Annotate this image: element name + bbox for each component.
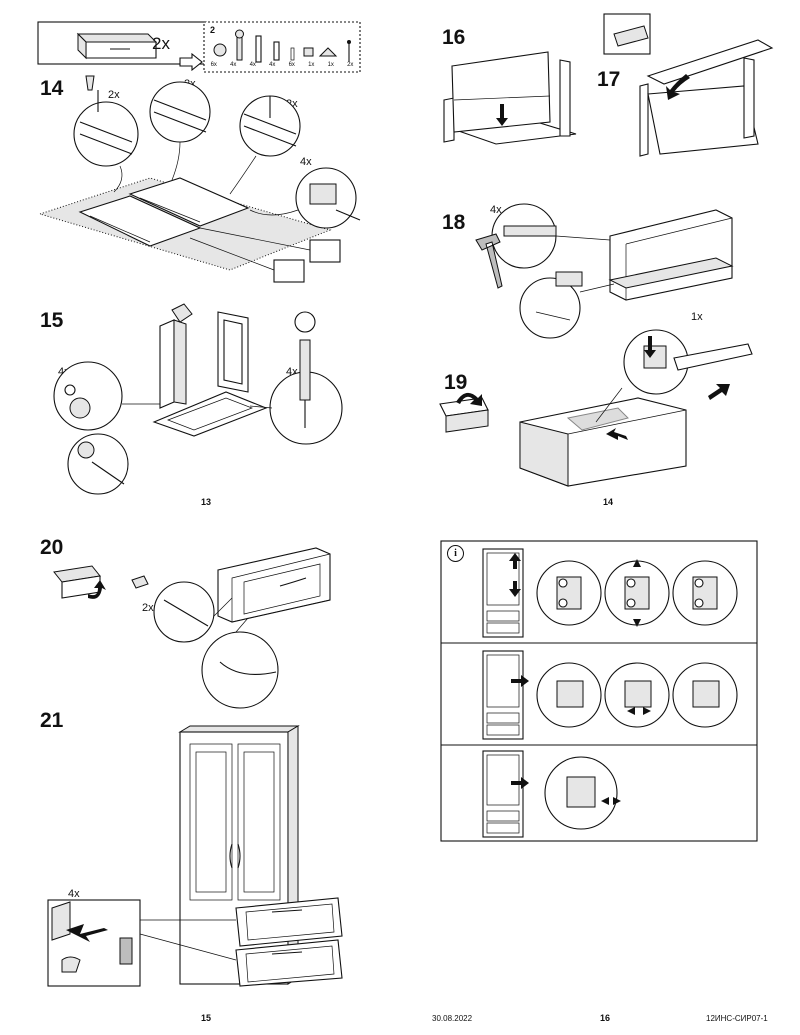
drawer-runner: [673, 343, 753, 371]
print-date: 30.08.2022: [432, 1014, 473, 1023]
step-number: 18: [442, 211, 466, 234]
parts-qty-row: 6x 4x 4x 4x 6x 1x 1x 2x: [204, 62, 360, 68]
part-qty: 4x: [249, 62, 256, 68]
part-qty: 4x: [269, 62, 276, 68]
page-number: 15: [201, 1013, 212, 1023]
step-number: 21: [40, 709, 64, 732]
drawer-turn-icon: [53, 565, 106, 599]
step-14-illustration: [38, 75, 361, 283]
hand-icon: [171, 303, 193, 323]
drawer-flip-icon: [439, 392, 489, 433]
part-qty: 4x: [230, 62, 237, 68]
part-qty: 6x: [210, 62, 217, 68]
arrow-left-icon: [66, 924, 108, 942]
qty-callout: 2x: [108, 89, 120, 101]
curved-arrow-icon: [666, 74, 690, 100]
step-number: 17: [597, 68, 621, 91]
step-16-illustration: [443, 51, 577, 145]
part-qty: 2x: [347, 62, 354, 68]
qty-callout: 4x: [68, 888, 80, 900]
hand-icon: [61, 956, 81, 973]
step-20-illustration: [53, 547, 331, 709]
drawer: [235, 939, 343, 987]
nail-icon: [347, 40, 351, 62]
qty-callout: 2x: [142, 602, 154, 614]
arrow-down-icon: [496, 104, 508, 126]
parts-panel-index: 2: [210, 25, 216, 35]
dowel-long-icon: [255, 35, 262, 63]
detail-circle: [53, 361, 123, 431]
wardrobe-thumbnail: [482, 650, 529, 740]
info-icon: i: [447, 545, 464, 562]
arrow-right-icon: [179, 52, 203, 72]
document-code: 12ИНС-СИР07-1: [706, 1014, 768, 1023]
page-number: 14: [603, 497, 614, 507]
detail-box: [309, 239, 341, 263]
wardrobe-thumbnail: [482, 548, 524, 638]
detail-circle: [73, 101, 139, 167]
hinge-adjustment-box: [440, 540, 758, 842]
drawer-count-box: [37, 21, 207, 65]
step-19-illustration: [439, 329, 753, 487]
detail-circle: [519, 277, 581, 339]
drawer-count: 2x: [152, 34, 170, 53]
door-handle: [229, 843, 233, 869]
step-number: 16: [442, 26, 466, 49]
part-qty: 1x: [327, 62, 334, 68]
detail-box: [273, 259, 305, 283]
drawer-bottom-panel: [152, 391, 268, 437]
step-number: 15: [40, 309, 64, 332]
qty-callout: 2x: [286, 98, 298, 110]
drawer-side-panel: [159, 319, 175, 409]
screwdriver-icon: [131, 575, 149, 589]
step-number: 20: [40, 536, 64, 559]
qty-callout: 1x: [691, 311, 703, 323]
page-number: 16: [600, 1013, 611, 1023]
hammer-icon: [475, 233, 503, 289]
door-handle: [237, 843, 241, 869]
arrow-icon: [708, 384, 730, 400]
qty-callout: 4x: [300, 156, 312, 168]
bracket-icon: [318, 47, 338, 57]
step-number: 19: [444, 371, 468, 394]
drawer-board: [646, 39, 774, 85]
screw-icon: [290, 47, 295, 61]
page-number: 13: [201, 497, 212, 507]
detail-circle: [149, 81, 211, 143]
hinge-icon: [303, 47, 314, 57]
qty-callout: 4x: [490, 204, 502, 216]
wardrobe-illustration: [47, 725, 343, 987]
parts-panel: [203, 21, 361, 73]
drawer-panel: [128, 177, 250, 227]
detail-circle: [201, 631, 279, 709]
part-qty: 1x: [308, 62, 315, 68]
step-number: 14: [40, 77, 64, 100]
dowel-icon: [273, 41, 280, 61]
part-qty: 6x: [288, 62, 295, 68]
screwdriver-icon: [85, 75, 95, 91]
step-17-illustration: [603, 13, 774, 157]
detail-circle: [67, 433, 129, 495]
drawer-front: [217, 547, 331, 623]
step-18-illustration: [475, 203, 734, 339]
cam-lock-icon: [213, 43, 227, 57]
bolt-icon: [235, 29, 244, 61]
step-15-illustration: [53, 303, 343, 495]
qty-callout: 4x: [286, 366, 298, 378]
arrow-icon: [606, 428, 628, 440]
drawer-icon: [76, 32, 158, 60]
wardrobe-thumbnail: [482, 750, 529, 838]
drawer-back-panel: [451, 51, 551, 133]
drawer-handle: [279, 577, 307, 587]
